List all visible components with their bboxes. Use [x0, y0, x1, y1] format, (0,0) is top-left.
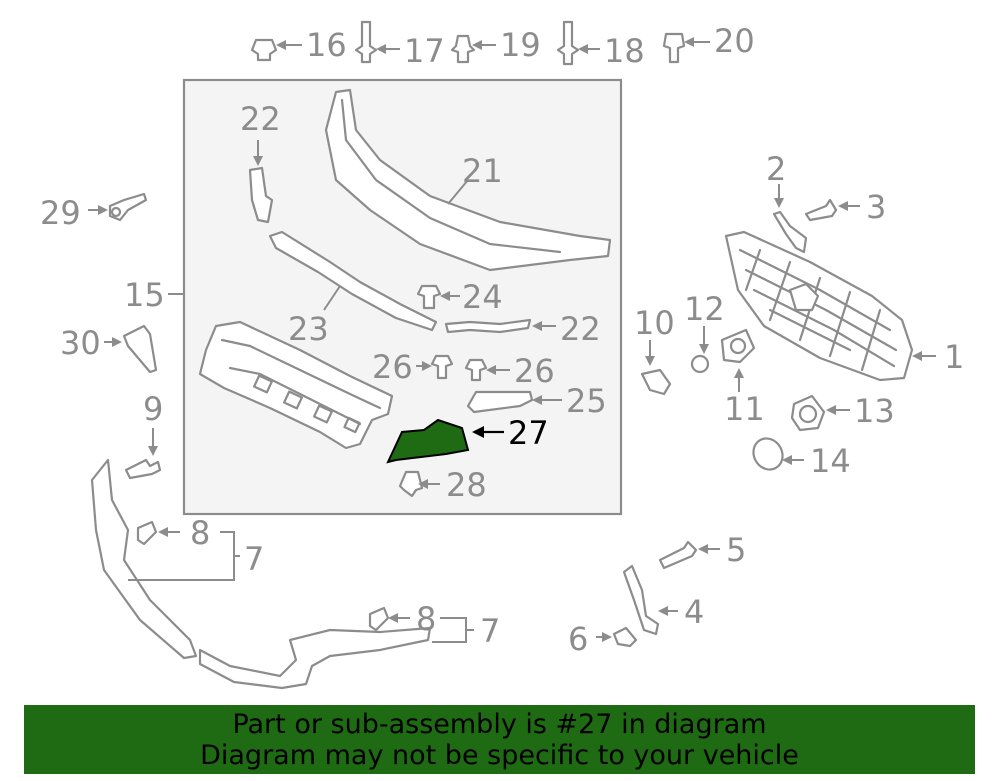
callout-3: 3 — [866, 188, 886, 226]
part-18-pin[interactable] — [556, 20, 600, 66]
part-8-clip-left[interactable] — [136, 520, 180, 546]
banner-line-1: Part or sub-assembly is #27 in diagram — [232, 709, 767, 740]
part-16-clip[interactable] — [250, 38, 302, 62]
callout-20: 20 — [714, 22, 755, 60]
part-3-screw[interactable] — [804, 198, 860, 222]
info-banner: Part or sub-assembly is #27 in diagram D… — [24, 705, 975, 774]
part-17-pin[interactable] — [354, 20, 400, 64]
callout-30: 30 — [60, 324, 101, 362]
part-20-bolt[interactable] — [662, 32, 710, 64]
callout-21: 21 — [462, 152, 503, 190]
part-14-cover[interactable] — [748, 433, 804, 475]
part-9-bolt[interactable] — [124, 428, 162, 480]
part-8-clip-right[interactable] — [368, 606, 410, 632]
callout-25: 25 — [566, 382, 607, 420]
callout-18: 18 — [604, 32, 645, 70]
callout-2: 2 — [766, 150, 786, 188]
part-22-bracket-upper[interactable] — [248, 140, 274, 224]
part-11-emblem[interactable] — [720, 328, 756, 392]
part-21-molding[interactable] — [324, 88, 612, 272]
part-1-grille[interactable] — [724, 230, 936, 382]
callout-16: 16 — [306, 26, 347, 64]
callout-22-lower: 22 — [560, 310, 601, 348]
part-25-bracket[interactable] — [466, 390, 562, 414]
callout-15: 15 — [124, 276, 165, 314]
part-28-clip[interactable] — [398, 470, 440, 498]
reinforcement-panel[interactable] — [198, 320, 394, 450]
banner-line-2: Diagram may not be specific to your vehi… — [200, 740, 799, 771]
callout-4: 4 — [684, 593, 704, 631]
part-2-bracket[interactable] — [772, 184, 808, 254]
part-5-bolt[interactable] — [658, 540, 720, 570]
callout-23: 23 — [288, 310, 329, 348]
part-24-clip[interactable] — [416, 284, 460, 310]
callout-7-right: 7 — [480, 612, 500, 650]
callout-28: 28 — [446, 466, 487, 504]
part-26-clip-right[interactable] — [464, 358, 510, 382]
part-22-strip-lower[interactable] — [444, 318, 556, 334]
part-12-nut[interactable] — [690, 326, 710, 374]
callout-7-left: 7 — [244, 540, 264, 578]
callout-8-left: 8 — [190, 514, 210, 552]
callout-12: 12 — [684, 290, 725, 328]
part-30-cover[interactable] — [104, 324, 158, 374]
callout-1: 1 — [944, 338, 964, 376]
callout-29: 29 — [40, 194, 81, 232]
callout-19: 19 — [500, 26, 541, 64]
callout-6: 6 — [568, 620, 588, 658]
callout-26-left: 26 — [372, 348, 413, 386]
callout-13: 13 — [854, 392, 895, 430]
callout-5: 5 — [726, 531, 746, 569]
callout-27: 27 — [508, 414, 549, 452]
callout-17: 17 — [404, 32, 445, 70]
part-27-highlighted[interactable] — [386, 418, 504, 464]
part-26-clip-left[interactable] — [416, 354, 454, 380]
part-29-bracket[interactable] — [88, 192, 148, 222]
part-4-bracket[interactable] — [622, 564, 678, 636]
callout-22-upper: 22 — [240, 100, 281, 138]
part-6-clip[interactable] — [596, 626, 638, 648]
part-23-strip[interactable] — [268, 230, 438, 332]
callout-9: 9 — [143, 390, 163, 428]
callout-26-right: 26 — [514, 352, 555, 390]
callout-8-right: 8 — [416, 600, 436, 638]
callout-11: 11 — [724, 390, 765, 428]
lower-bumper-molding[interactable] — [90, 458, 432, 690]
callout-14: 14 — [810, 442, 851, 480]
part-19-clip[interactable] — [450, 34, 496, 64]
part-10-cover[interactable] — [640, 340, 672, 396]
bracket-7-right — [432, 617, 474, 643]
callout-10: 10 — [634, 304, 675, 342]
part-13-emblem[interactable] — [790, 394, 850, 432]
bracket-7-left — [128, 531, 240, 581]
callout-24: 24 — [462, 278, 503, 316]
